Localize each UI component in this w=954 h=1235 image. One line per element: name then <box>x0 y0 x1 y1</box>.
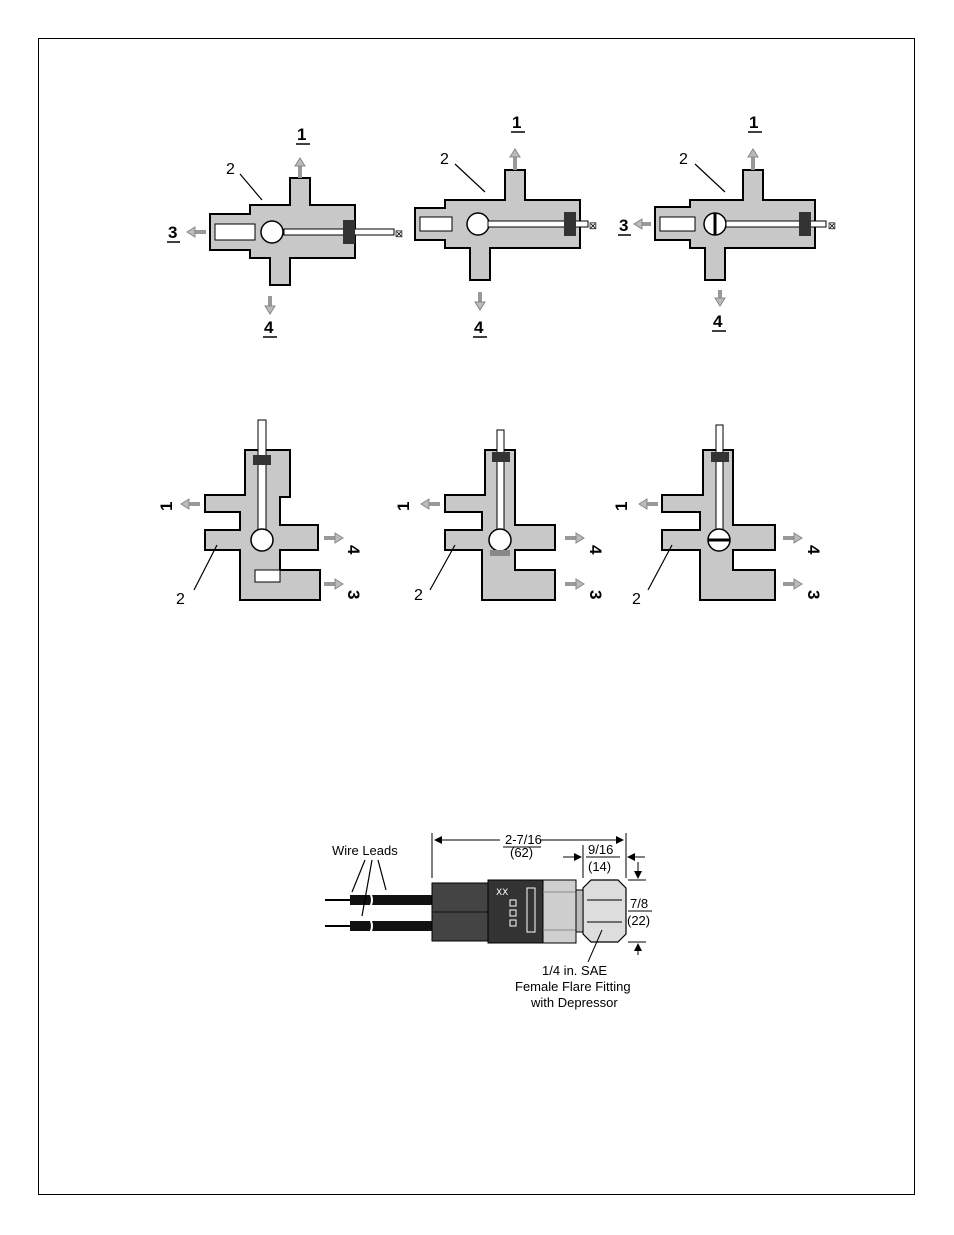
valve-bottom-2-port-low: 3 <box>586 590 605 599</box>
valve-bottom-1-port-low: 3 <box>344 590 363 599</box>
valve-top-3-port-left: 3 <box>619 216 628 235</box>
overall-length-dim: 2-7/16 <box>505 832 542 847</box>
hex-length-dim: 9/16 <box>588 842 613 857</box>
overall-length-mm: (62) <box>510 845 533 860</box>
valve-bottom-2-callout: 2 <box>414 587 423 604</box>
valve-bottom-1: 2 1 4 3 <box>157 419 363 608</box>
valve-top-1-port-up: 1 <box>297 125 306 144</box>
valve-top-2-callout: 2 <box>440 151 449 168</box>
valve-top-3-port-down: 4 <box>713 312 723 331</box>
fitting-label-line2: Female Flare Fitting <box>515 979 631 994</box>
height-mm: (22) <box>627 913 650 928</box>
valve-top-1: ⊠ 2 1 3 4 <box>167 125 403 338</box>
valve-top-2-port-up: 1 <box>512 113 521 132</box>
valve-top-1-port-left: 3 <box>168 223 177 242</box>
svg-text:XX: XX <box>496 888 508 898</box>
valve-top-3: ⊠ 2 1 3 4 <box>618 113 836 332</box>
page-border <box>38 38 915 1195</box>
valve-top-2: ⊠ 2 1 4 <box>414 113 597 338</box>
valve-bottom-3-port-mid: 4 <box>804 545 823 555</box>
height-dim: 7/8 <box>630 896 648 911</box>
valve-top-1-callout: 2 <box>226 161 235 178</box>
svg-text:⊠: ⊠ <box>828 221 836 232</box>
fitting-label-line3: with Depressor <box>530 995 618 1010</box>
valve-bottom-3: 2 1 4 3 <box>612 424 823 608</box>
fitting-label-line1: 1/4 in. SAE <box>542 963 607 978</box>
wire-leads-label: Wire Leads <box>332 843 398 858</box>
valve-bottom-1-callout: 2 <box>176 591 185 608</box>
valve-top-3-callout: 2 <box>679 151 688 168</box>
valve-bottom-2: 2 1 4 3 <box>394 429 605 604</box>
valve-bottom-2-port-mid: 4 <box>586 545 605 555</box>
svg-text:⊠: ⊠ <box>589 221 597 232</box>
valve-bottom-2-port-left: 1 <box>394 502 413 511</box>
valve-top-1-port-down: 4 <box>264 318 274 337</box>
valve-top-3-port-up: 1 <box>749 113 758 132</box>
valve-bottom-3-callout: 2 <box>632 591 641 608</box>
valve-bottom-1-port-left: 1 <box>157 502 176 511</box>
valve-top-2-port-down: 4 <box>474 318 484 337</box>
pressure-switch: Wire Leads XX 2-7/16 (62) 9/16 (14) <box>325 832 652 1010</box>
valve-bottom-1-port-mid: 4 <box>344 545 363 555</box>
valve-bottom-3-port-left: 1 <box>612 502 631 511</box>
hex-length-mm: (14) <box>588 859 611 874</box>
svg-text:⊠: ⊠ <box>395 229 403 240</box>
valve-bottom-3-port-low: 3 <box>804 590 823 599</box>
